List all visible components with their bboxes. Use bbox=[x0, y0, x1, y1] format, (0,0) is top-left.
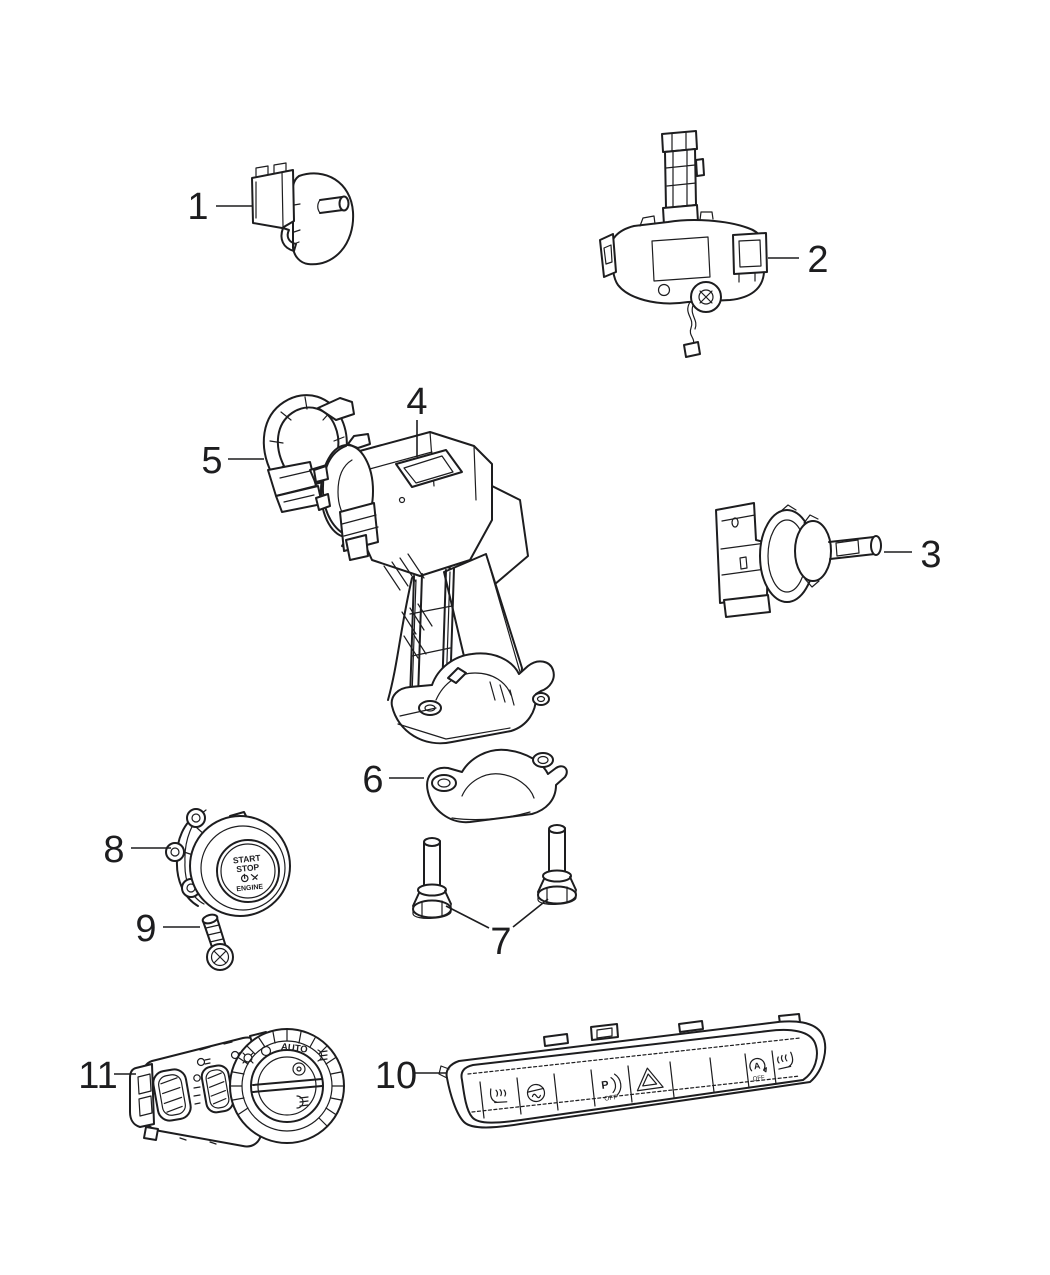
dimmer-level-marks bbox=[193, 1074, 201, 1105]
callouts: 1 2 3 4 5 6 7 8 bbox=[78, 186, 941, 1097]
heated-steering-wheel-icon bbox=[526, 1083, 546, 1103]
part-11-headlamp-switch: AUTO bbox=[129, 1028, 345, 1148]
stop-start-letter: A bbox=[753, 1061, 761, 1072]
callout-6: 6 bbox=[362, 759, 424, 801]
callout-9-label: 9 bbox=[135, 908, 156, 950]
hazard-icon bbox=[636, 1067, 664, 1092]
callout-7-label: 7 bbox=[490, 921, 511, 963]
part-6-clamp bbox=[426, 748, 568, 824]
heated-seat-left-icon bbox=[489, 1088, 508, 1104]
start-stop-line2: STOP bbox=[236, 862, 260, 874]
part-9-screw bbox=[201, 913, 234, 971]
callout-11-label: 11 bbox=[78, 1055, 117, 1097]
part-7-shear-bolts bbox=[412, 824, 577, 919]
callout-8: 8 bbox=[103, 829, 171, 871]
callout-5-label: 5 bbox=[201, 440, 222, 482]
lights-off-sun-icon bbox=[242, 1052, 254, 1064]
dial-serrations bbox=[230, 1029, 344, 1127]
callout-2: 2 bbox=[768, 239, 829, 281]
part-3-plunger-switch bbox=[715, 502, 882, 618]
part-2-switch-assembly bbox=[599, 130, 768, 358]
callout-11: 11 bbox=[78, 1055, 136, 1097]
knob-fog-glyph bbox=[292, 1062, 306, 1076]
callout-2-label: 2 bbox=[807, 239, 828, 281]
callout-10: 10 bbox=[375, 1055, 446, 1097]
shear-bolt-right bbox=[537, 824, 577, 905]
part-10-switch-bank: P OFF A OFF bbox=[438, 1013, 827, 1129]
fog-lamp-icon bbox=[196, 1057, 211, 1067]
power-icon bbox=[240, 873, 259, 883]
start-stop-button-face: START STOP ENGINE bbox=[232, 853, 264, 894]
dimmer-rocker-left bbox=[152, 1068, 192, 1122]
callout-1-label: 1 bbox=[187, 186, 208, 228]
headlamp-on-icon bbox=[317, 1049, 328, 1062]
part-1-switch bbox=[251, 162, 355, 266]
callout-3-label: 3 bbox=[920, 534, 941, 576]
callout-10-label: 10 bbox=[375, 1055, 417, 1097]
callout-6-label: 6 bbox=[362, 759, 383, 801]
park-assist-icon: P OFF bbox=[601, 1073, 622, 1103]
callout-1: 1 bbox=[187, 186, 252, 228]
callout-4-label: 4 bbox=[406, 381, 427, 423]
park-assist-letter: P bbox=[601, 1079, 610, 1092]
shear-bolt-left bbox=[412, 837, 452, 919]
callout-4: 4 bbox=[406, 381, 428, 457]
part-4-ignition-switch-housing bbox=[313, 431, 555, 745]
park-assist-off-label: OFF bbox=[604, 1094, 618, 1103]
callout-3: 3 bbox=[884, 534, 942, 576]
callout-7: 7 bbox=[445, 898, 549, 963]
part-5-retaining-ring bbox=[262, 394, 355, 513]
stop-start-off-label: OFF bbox=[752, 1075, 765, 1083]
part-8-start-stop-button: START STOP ENGINE bbox=[165, 808, 291, 917]
start-stop-line1: START bbox=[232, 853, 261, 866]
callout-5: 5 bbox=[201, 440, 264, 482]
lights-o-position-icon bbox=[260, 1045, 272, 1057]
callout-8-label: 8 bbox=[103, 829, 124, 871]
heated-seat-right-icon bbox=[777, 1051, 794, 1070]
stop-start-off-icon: A OFF bbox=[749, 1057, 767, 1083]
callout-9: 9 bbox=[135, 908, 200, 950]
start-stop-line3: ENGINE bbox=[236, 883, 264, 893]
knob-beam-glyph bbox=[296, 1095, 309, 1109]
